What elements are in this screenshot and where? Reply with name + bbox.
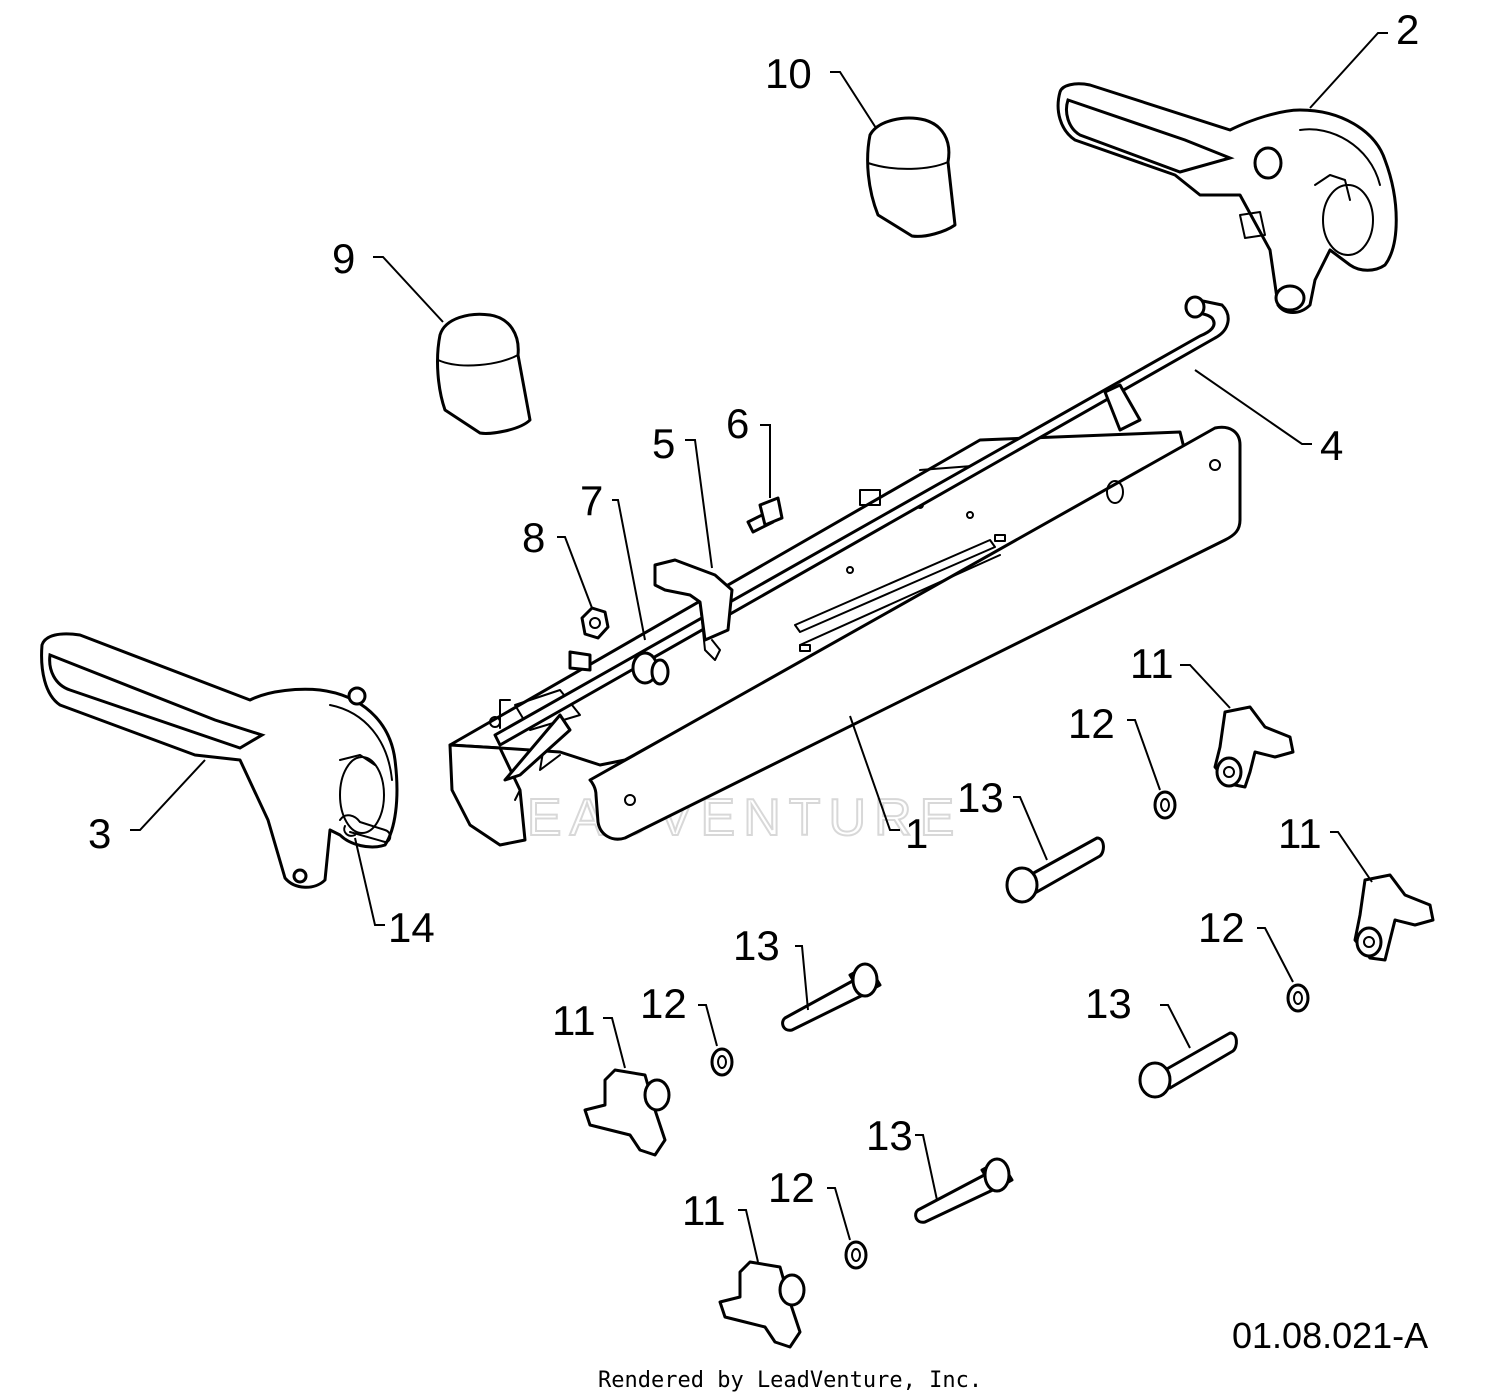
part-11-knob-b[interactable] [1353,873,1435,962]
callout-numbers: 2 10 9 4 5 6 7 8 3 14 1 11 12 13 11 12 1… [88,6,1419,1234]
callout-12-b: 12 [1198,904,1245,951]
part-11-knob-d[interactable] [718,1260,806,1349]
part-13-carriage-bolt-c[interactable] [781,962,882,1032]
part-6-bolt[interactable] [746,496,784,534]
callout-3: 3 [88,810,111,857]
render-credit: Rendered by LeadVenture, Inc. [598,1368,982,1393]
diagram-reference-code: 01.08.021-A [1232,1315,1428,1356]
leader-lines [130,32,1388,1263]
callout-6: 6 [726,400,749,447]
part-1-seat-track[interactable] [448,425,1242,847]
part-10-knob[interactable] [866,116,957,238]
part-13-carriage-bolt-d[interactable] [914,1157,1014,1224]
part-12-washer-c[interactable] [710,1047,734,1077]
callout-13-a: 13 [957,774,1004,821]
callout-12-d: 12 [768,1164,815,1211]
callout-11-a: 11 [1130,640,1174,687]
part-3-left-armrest[interactable] [40,632,399,889]
callout-8: 8 [522,514,545,561]
watermark-logo: LEADVENTURE [489,663,962,848]
watermark-text: LEADVENTURE [490,789,962,847]
callout-4: 4 [1320,422,1343,469]
part-13-carriage-bolt-a[interactable] [1005,836,1105,904]
callout-1: 1 [905,810,928,857]
part-12-washer-a[interactable] [1153,790,1177,820]
part-12-washer-d[interactable] [844,1240,868,1270]
part-8-nut[interactable] [580,606,610,640]
callout-13-c: 13 [1085,980,1132,1027]
callout-10: 10 [765,50,812,97]
part-5-bracket[interactable] [653,558,734,661]
part-12-washer-b[interactable] [1286,983,1310,1013]
callout-11-d: 11 [682,1187,726,1234]
callout-13-b: 13 [733,922,780,969]
part-13-carriage-bolt-b[interactable] [1138,1031,1238,1099]
part-14-hairpin-clip[interactable] [339,814,392,843]
callout-11-b: 11 [1278,810,1322,857]
callout-9: 9 [332,235,355,282]
callout-12-a: 12 [1068,700,1115,747]
part-7-bushing[interactable] [631,651,670,686]
callout-11-c: 11 [552,997,596,1044]
callout-14: 14 [388,904,435,951]
callout-12-c: 12 [640,980,687,1027]
callout-7: 7 [580,477,603,524]
part-9-knob[interactable] [436,312,532,435]
part-11-knob-c[interactable] [583,1068,671,1157]
callout-2: 2 [1396,6,1419,53]
part-4-adjuster-rod[interactable] [493,295,1230,801]
part-2-right-armrest[interactable] [1056,82,1398,314]
part-11-knob-a[interactable] [1213,705,1295,789]
callout-13-d: 13 [866,1112,913,1159]
callout-5: 5 [652,420,675,467]
